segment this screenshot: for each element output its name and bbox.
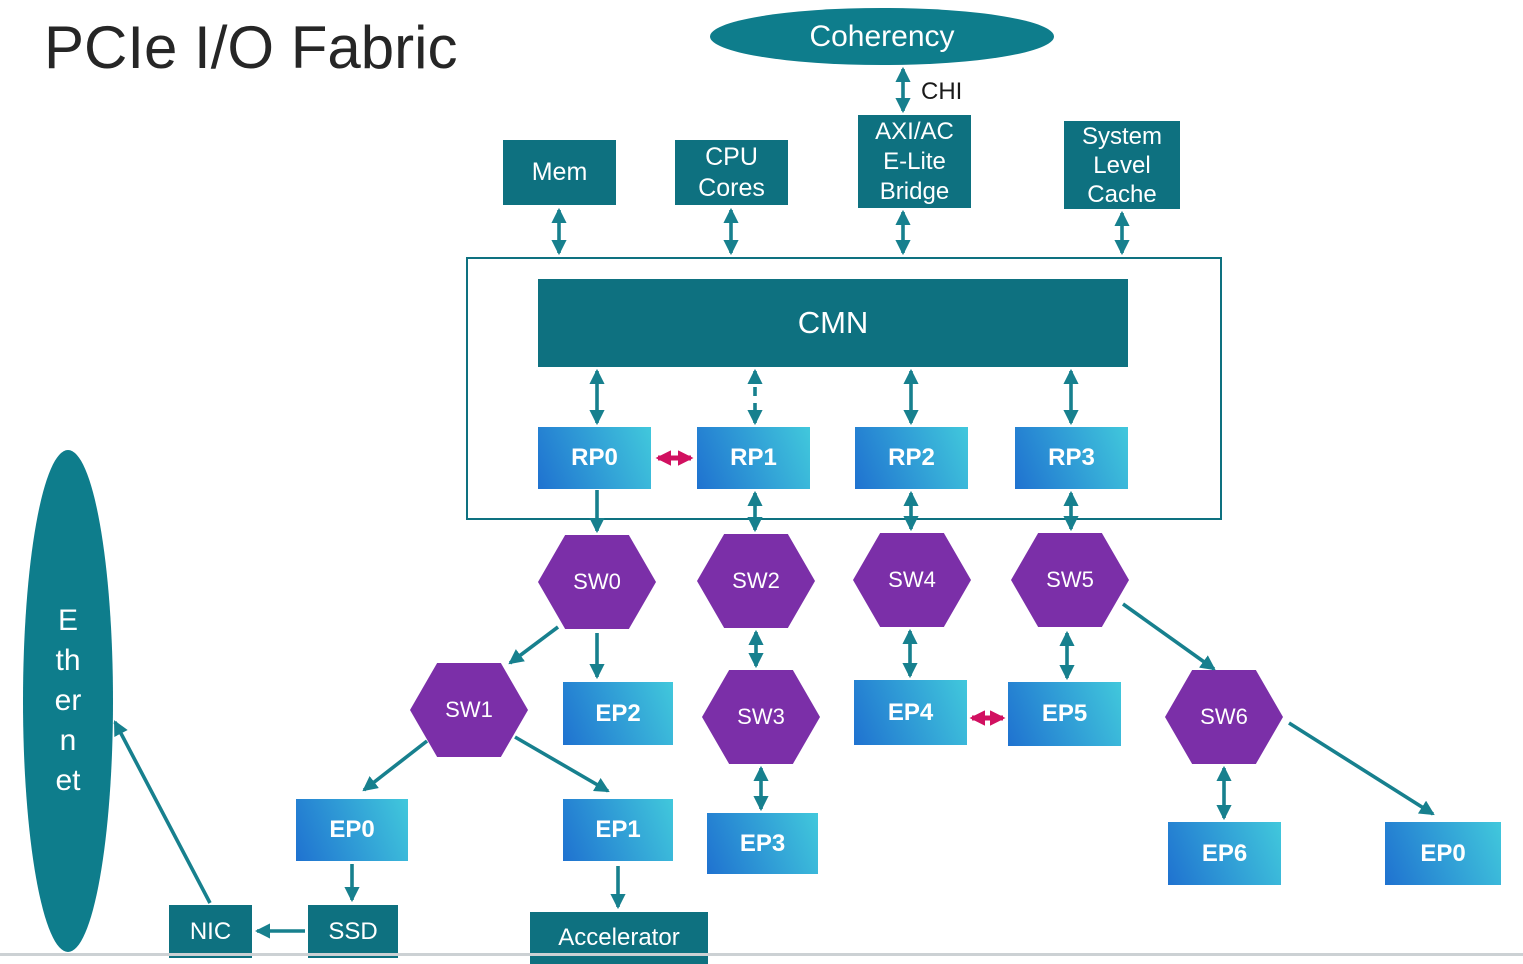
nic-box: NIC: [169, 905, 252, 958]
ep0-left-box: EP0: [296, 799, 408, 861]
system-level-cache-box: System Level Cache: [1064, 121, 1180, 209]
sw2-label: SW2: [732, 568, 780, 593]
ethernet-ellipse: E th er n et: [23, 450, 113, 952]
cmn-label: CMN: [797, 305, 869, 340]
ep0-left-label: EP0: [329, 816, 375, 843]
rp2-label: RP2: [888, 444, 935, 471]
system-level-cache-label: System Level Cache: [1081, 122, 1162, 208]
sw3-hexagon: SW3: [702, 670, 820, 764]
arrow-sw1-ep1: [514, 735, 610, 793]
cpu-cores-box: CPU Cores: [675, 140, 788, 205]
arrow-sw0-sw1: [508, 625, 560, 665]
sw1-hexagon: SW1: [410, 663, 528, 757]
ep0-right-box: EP0: [1385, 822, 1501, 885]
ep2-label: EP2: [595, 699, 641, 727]
rp3-label: RP3: [1048, 444, 1095, 471]
rp0-box: RP0: [538, 427, 651, 489]
sw6-label: SW6: [1200, 704, 1248, 729]
arrow-sw5-sw6: [1121, 602, 1216, 671]
arrow-sw6-ep0: [1288, 721, 1435, 816]
fabric-boundary: [466, 257, 1222, 520]
ep6-box: EP6: [1168, 822, 1281, 885]
sw6-hexagon: SW6: [1165, 670, 1283, 764]
sw1-label: SW1: [445, 697, 493, 722]
ep5-box: EP5: [1008, 682, 1121, 746]
axi-bridge-label: AXI/AC E-Lite Bridge: [875, 117, 954, 205]
sw5-hexagon: SW5: [1011, 533, 1129, 627]
ep4-box: EP4: [854, 680, 967, 745]
chi-label: CHI: [921, 78, 963, 105]
ep3-box: EP3: [707, 813, 818, 874]
cpu-cores-label: CPU Cores: [698, 142, 765, 202]
arrow-nic-ethernet: [113, 720, 212, 904]
ep3-label: EP3: [739, 829, 786, 857]
sw4-hexagon: SW4: [853, 533, 971, 627]
accelerator-label: Accelerator: [558, 924, 680, 951]
ep0-right-label: EP0: [1420, 839, 1466, 867]
page-title: PCIe I/O Fabric: [44, 14, 458, 81]
accelerator-box: Accelerator: [530, 912, 708, 964]
slide-bottom-divider: [0, 953, 1523, 956]
ethernet-label: E th er n et: [54, 604, 82, 797]
ep1-box: EP1: [563, 799, 673, 861]
rp3-box: RP3: [1015, 427, 1128, 489]
rp2-box: RP2: [855, 427, 968, 489]
ssd-label: SSD: [328, 917, 378, 945]
ssd-box: SSD: [308, 905, 398, 958]
sw5-label: SW5: [1046, 567, 1094, 592]
sw2-hexagon: SW2: [697, 534, 815, 628]
ep5-label: EP5: [1041, 700, 1088, 727]
ep2-box: EP2: [563, 682, 673, 745]
coherency-label: Coherency: [809, 19, 955, 53]
sw0-hexagon: SW0: [538, 535, 656, 629]
coherency-ellipse: Coherency: [710, 8, 1054, 65]
cmn-box: CMN: [538, 279, 1128, 367]
mem-label: Mem: [531, 158, 588, 186]
ep1-label: EP1: [595, 816, 641, 843]
axi-bridge-box: AXI/AC E-Lite Bridge: [858, 115, 971, 208]
rp1-label: RP1: [730, 444, 777, 471]
arrow-sw1-ep0: [362, 739, 429, 792]
rp0-label: RP0: [571, 444, 618, 471]
ep4-label: EP4: [887, 698, 934, 726]
ep6-label: EP6: [1201, 839, 1248, 867]
mem-box: Mem: [503, 140, 616, 205]
nic-label: NIC: [189, 917, 232, 945]
rp1-box: RP1: [697, 427, 810, 489]
sw0-label: SW0: [573, 569, 621, 594]
sw3-label: SW3: [737, 704, 785, 729]
sw4-label: SW4: [888, 567, 936, 592]
